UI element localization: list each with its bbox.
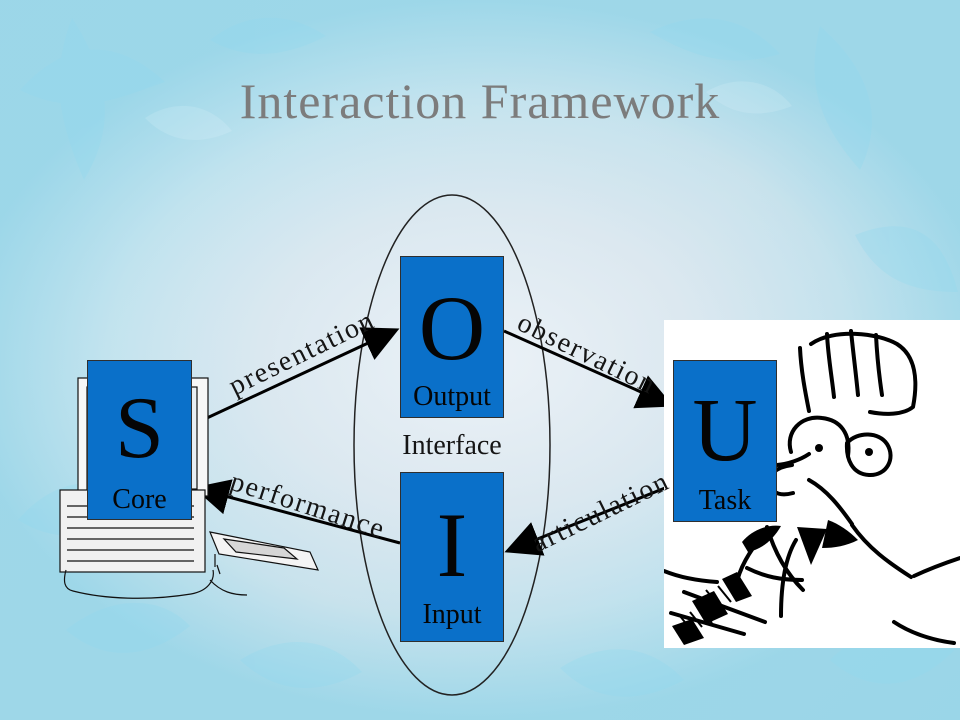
user-task-box: U Task [673, 360, 777, 522]
articulation-label: articulation [527, 465, 675, 559]
output-box: O Output [400, 256, 504, 418]
input-letter: I [436, 494, 468, 596]
observation-label: observation [512, 307, 662, 401]
user-letter: U [692, 381, 758, 480]
output-caption: Output [413, 381, 491, 412]
system-caption: Core [112, 484, 167, 515]
interface-label: Interface [402, 430, 502, 461]
input-caption: Input [422, 599, 482, 630]
output-letter: O [418, 277, 486, 379]
system-letter: S [115, 380, 164, 477]
slide-title: Interaction Framework [239, 73, 721, 129]
user-caption: Task [698, 485, 752, 516]
input-box: I Input [400, 472, 504, 642]
system-core-box: S Core [87, 360, 192, 520]
